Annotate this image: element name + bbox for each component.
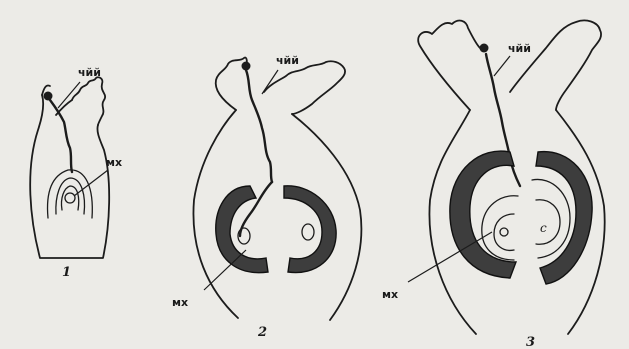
panel-3-nucellus — [500, 228, 508, 236]
panel-2-egg-right — [302, 224, 314, 240]
panel-1-label-tube: чйй — [78, 66, 101, 79]
panel-3-label-cavity: c — [540, 221, 547, 235]
panel-1-number: 1 — [62, 265, 71, 280]
panel-2: чйй мх 2 — [172, 54, 361, 340]
panel-1-outline — [30, 95, 109, 258]
panel-1: чйй мх 1 — [30, 66, 122, 280]
panel-2-label-base: мх — [172, 296, 188, 309]
panel-3-ovule-right — [536, 152, 592, 284]
panel-1-nucellus — [65, 193, 75, 203]
panel-3-inner-left — [482, 196, 518, 260]
panel-1-ovule-inner — [61, 186, 78, 210]
panel-1-pollen-grain — [44, 92, 53, 101]
panel-3-tuft-right — [510, 20, 601, 110]
panel-2-label-tube: чйй — [276, 54, 299, 67]
panel-1-pollen-tube — [50, 100, 72, 172]
panel-1-tuft-right — [72, 77, 105, 125]
panel-3-label-tube: чйй — [508, 42, 531, 55]
panel-2-ovule-right — [284, 186, 336, 273]
panel-3-inner-right — [532, 179, 570, 258]
panel-3-label-base: мх — [382, 288, 398, 301]
panel-3-pollen-grain — [480, 44, 489, 53]
panel-3: чйй мх c 3 — [382, 20, 605, 349]
panel-3-number: 3 — [526, 335, 535, 349]
panel-2-tuft-right — [264, 61, 345, 114]
panel-1-label-base: мх — [106, 156, 122, 169]
panel-2-number: 2 — [257, 325, 267, 340]
panel-1-ovule-outer — [48, 170, 93, 218]
panel-3-pointer-tube — [494, 56, 510, 76]
panel-3-tuft-left — [418, 21, 480, 110]
